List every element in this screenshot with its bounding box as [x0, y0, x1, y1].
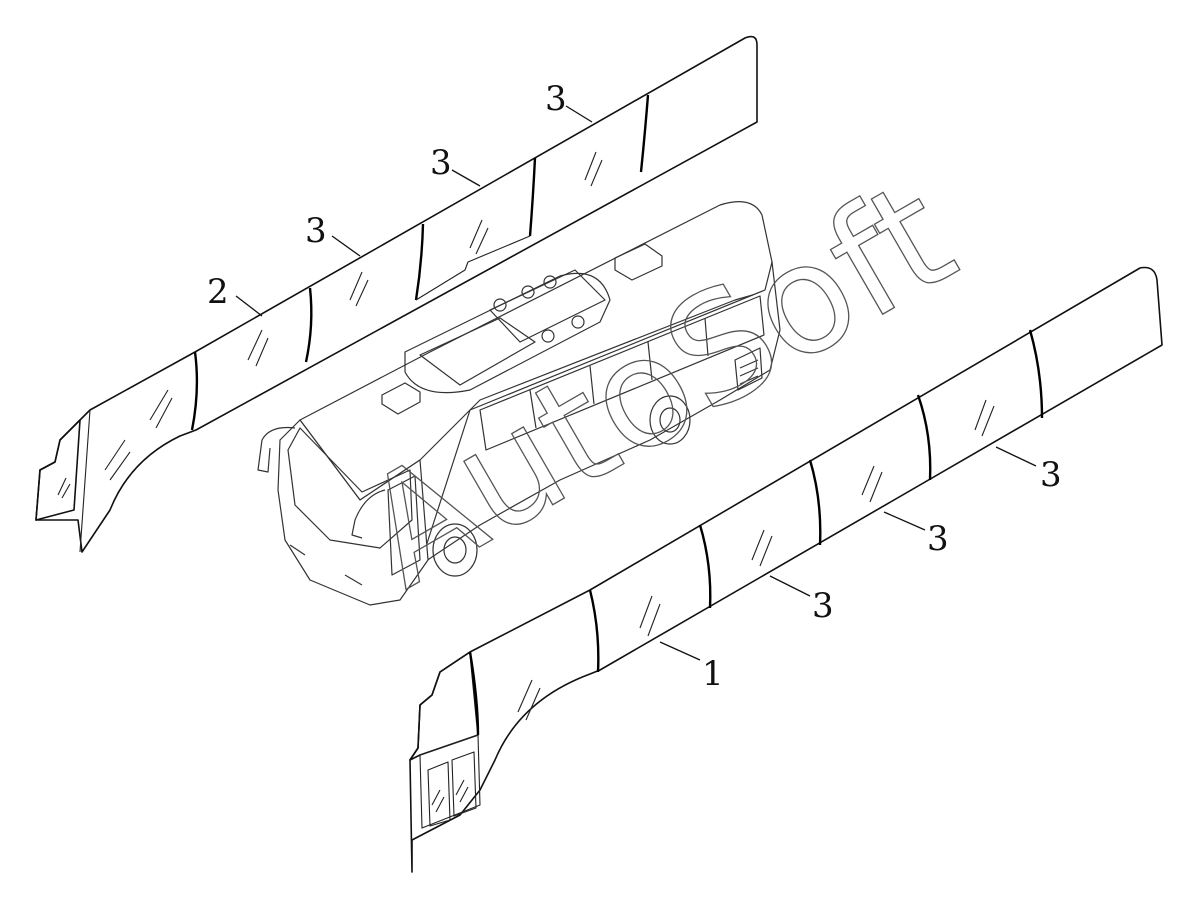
left-window-strip: [35, 35, 758, 553]
callout-labels: 2 3 3 3 1 3 3 3: [207, 79, 1062, 694]
left-strip-leaders: [235, 105, 593, 317]
bus-illustration: [257, 201, 781, 606]
right-window-strip: [409, 266, 1163, 873]
callout-3-left-2: 3: [430, 143, 452, 183]
callout-3-right-2: 3: [927, 519, 949, 559]
right-strip-leaders: [659, 446, 1037, 661]
callout-1: 1: [702, 654, 724, 694]
callout-3-right-1: 3: [812, 586, 834, 626]
callout-2: 2: [207, 272, 229, 312]
callout-3-left-3: 3: [545, 79, 567, 119]
callout-3-left-1: 3: [305, 211, 327, 251]
callout-3-right-3: 3: [1040, 455, 1062, 495]
